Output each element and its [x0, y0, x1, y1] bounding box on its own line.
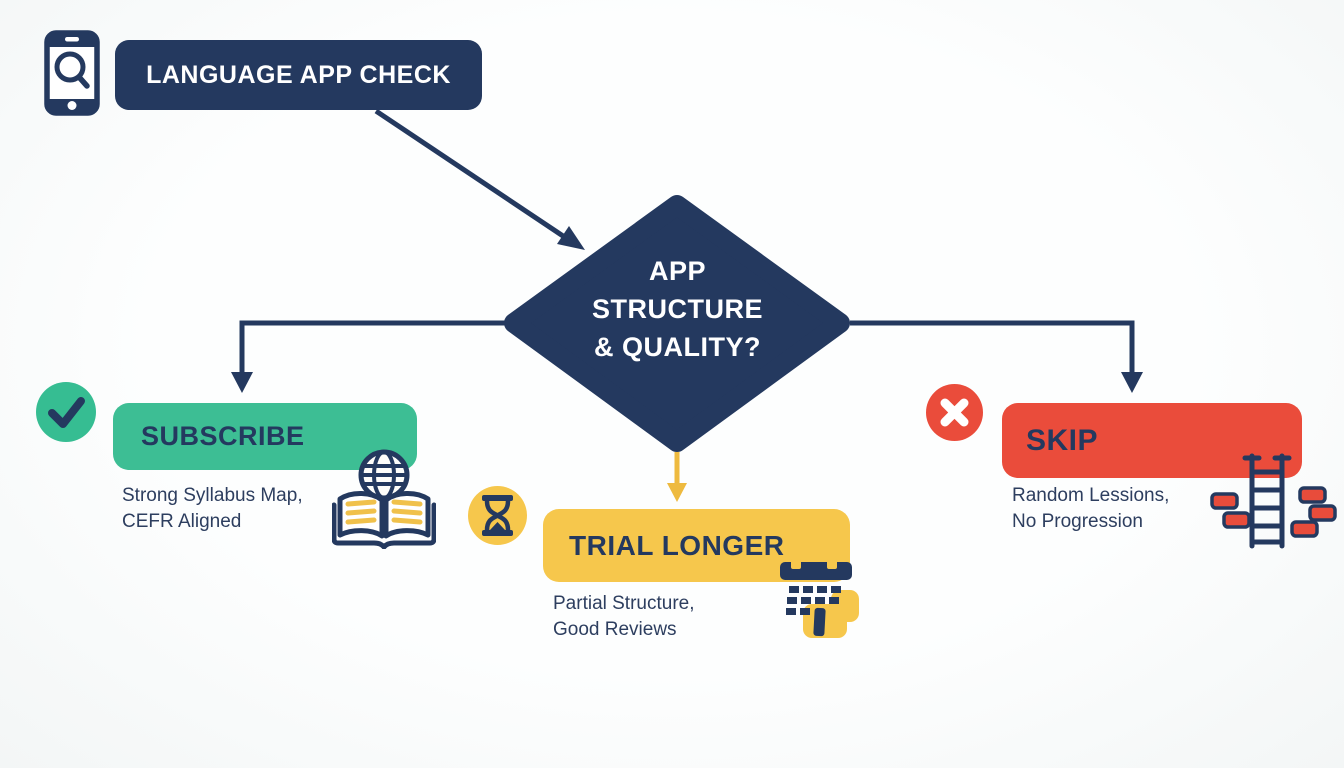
ladder-bricks-icon — [1210, 453, 1337, 549]
trial-longer-note: Partial Structure, Good Reviews — [553, 593, 695, 640]
calendar-icon — [780, 559, 859, 638]
subscribe-node-label: SUBSCRIBE — [141, 421, 305, 451]
trial-longer-node: TRIAL LONGER — [543, 509, 850, 582]
phone-search-icon — [44, 30, 100, 116]
decision-diamond — [504, 195, 850, 452]
hourglass-icon — [468, 486, 527, 545]
skip-node-label: SKIP — [1026, 423, 1099, 457]
start-node-label: LANGUAGE APP CHECK — [146, 60, 451, 89]
start-node-language-app-check: LANGUAGE APP CHECK — [115, 40, 482, 110]
decision-node-label: APP STRUCTURE & QUALITY? — [592, 256, 763, 362]
skip-note: Random Lessions, No Progression — [1012, 485, 1170, 532]
globe-book-icon — [332, 449, 436, 549]
check-icon — [36, 382, 96, 442]
subscribe-note: Strong Syllabus Map, CEFR Aligned — [122, 485, 303, 532]
x-icon — [926, 384, 983, 441]
trial-longer-node-label: TRIAL LONGER — [569, 529, 785, 561]
